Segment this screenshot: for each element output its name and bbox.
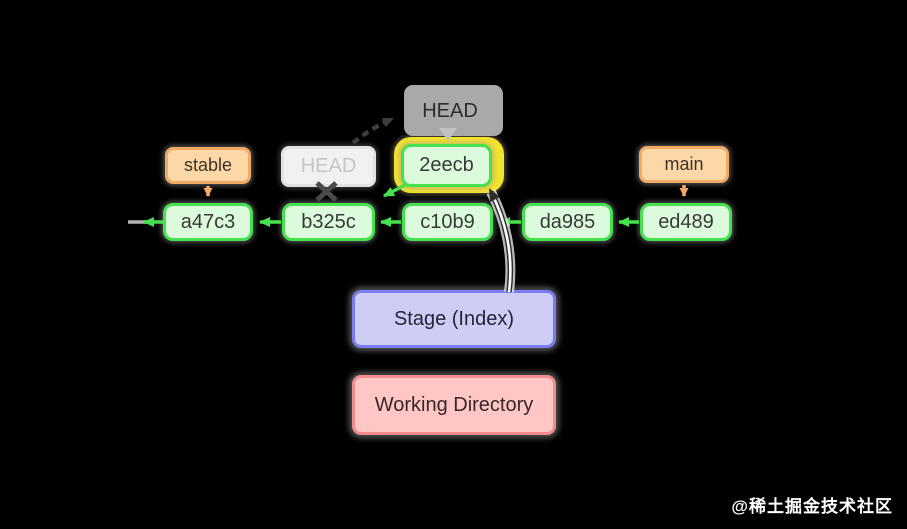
commit-id: a47c3: [180, 210, 236, 233]
head-move-arrow: [351, 116, 394, 145]
head-old-label-text: HEAD: [300, 155, 357, 177]
stage-area-box: Stage (Index): [352, 290, 556, 348]
stage-to-commit-arrow: [486, 188, 516, 293]
commit-node: ed489: [640, 203, 732, 241]
commit-node: c10b9: [402, 203, 493, 241]
branch-label-stable: stable: [165, 147, 251, 184]
branch-name: stable: [183, 155, 233, 175]
commit-id: c10b9: [420, 210, 475, 233]
commit-node: b325c: [282, 203, 375, 241]
head-old-label: HEAD: [281, 146, 376, 187]
stage-area-label: Stage (Index): [393, 307, 515, 330]
commit-node-2eecb: 2eecb: [401, 144, 492, 187]
branch-label-main: main: [639, 146, 729, 183]
commit-node: a47c3: [163, 203, 253, 241]
watermark-text: @稀土掘金技术社区: [731, 497, 893, 516]
working-directory-label: Working Directory: [374, 393, 534, 416]
working-directory-box: Working Directory: [352, 375, 556, 435]
commit-node: da985: [522, 203, 613, 241]
branch-name: main: [664, 154, 704, 174]
head-label-text: HEAD: [422, 99, 478, 122]
head-label: HEAD: [404, 85, 503, 136]
commit-id: 2eecb: [419, 154, 474, 176]
commit-id: da985: [539, 210, 596, 233]
commit-id: b325c: [301, 210, 356, 233]
commit-id: ed489: [658, 210, 714, 233]
